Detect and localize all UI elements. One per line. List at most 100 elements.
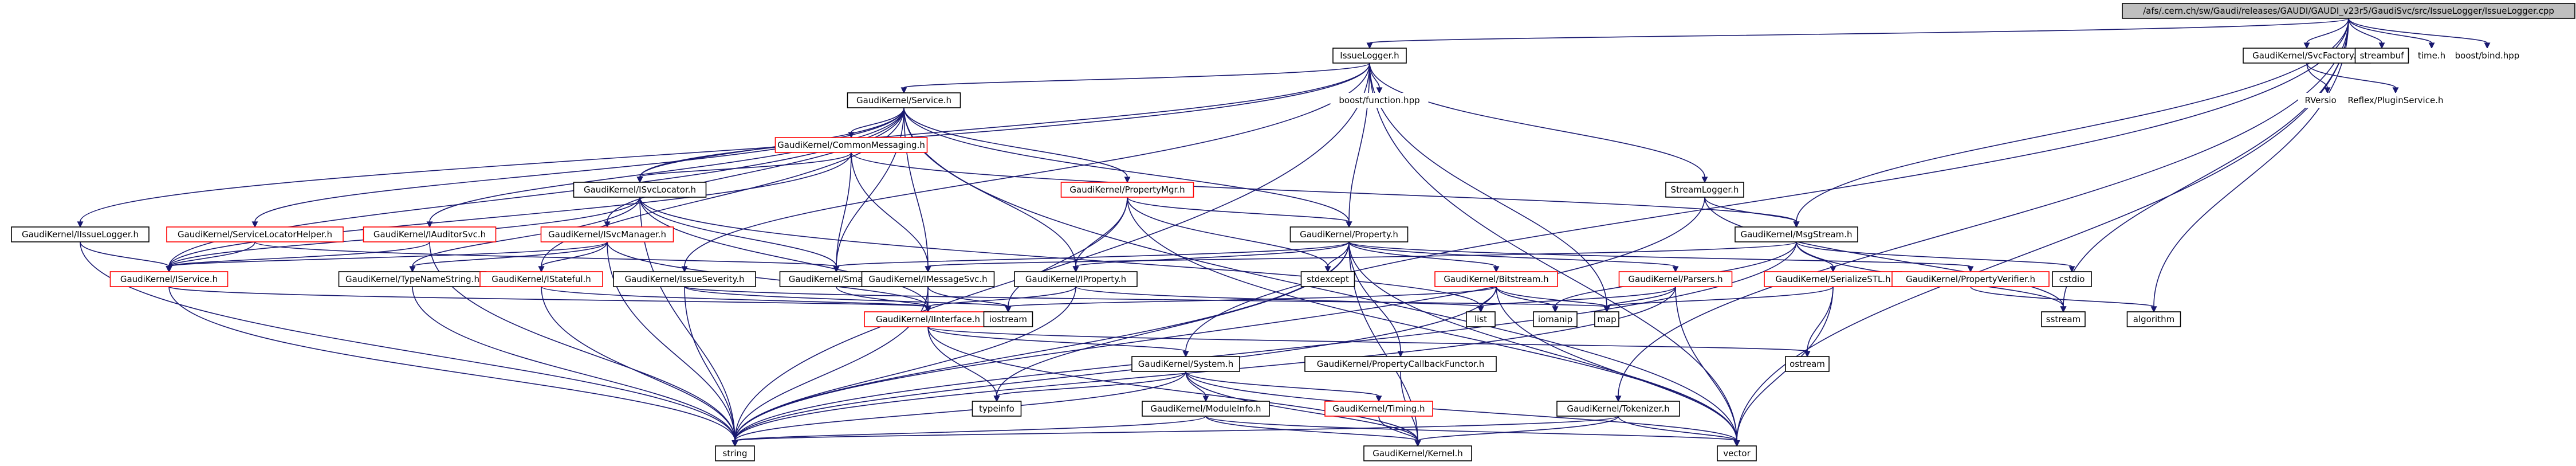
- edge-iinterface-to-system-h: [927, 326, 1189, 358]
- node-label: GaudiKernel/TypeNameString.h: [345, 274, 479, 284]
- graph-node-iostream[interactable]: iostream: [983, 311, 1033, 327]
- graph-node-typenamestring[interactable]: GaudiKernel/TypeNameString.h: [338, 271, 487, 287]
- graph-node-propertymgr[interactable]: GaudiKernel/PropertyMgr.h: [1060, 182, 1194, 198]
- node-box: [2041, 311, 2086, 327]
- node-label: sstream: [2046, 314, 2081, 324]
- node-label: GaudiKernel/ModuleInfo.h: [1150, 404, 1261, 414]
- graph-node-algorithm[interactable]: algorithm: [2126, 311, 2181, 327]
- graph-node-msgstream[interactable]: GaudiKernel/MsgStream.h: [1735, 226, 1858, 242]
- graph-node-moduleinfo[interactable]: GaudiKernel/ModuleInfo.h: [1142, 401, 1270, 417]
- graph-node-iservicelocatorhelper[interactable]: GaudiKernel/ServiceLocatorHelper.h: [166, 226, 344, 242]
- graph-node-stdexcept[interactable]: stdexcept: [1300, 271, 1355, 287]
- edge-property-h-to-bitstream: [1348, 241, 1500, 273]
- node-label: /afs/.cern.ch/sw/Gaudi/releases/GAUDI/GA…: [2143, 6, 2554, 17]
- graph-node-typeinfo[interactable]: typeinfo: [972, 401, 1022, 417]
- node-label: IssueLogger.h: [1340, 50, 1399, 61]
- edge-timing-to-kernel-h: [1378, 416, 1421, 447]
- edge-iservice-to-string: [168, 286, 738, 447]
- node-box: [1131, 356, 1240, 372]
- graph-node-boost-function[interactable]: boost/function.hpp: [1330, 93, 1429, 108]
- graph-node-root[interactable]: /afs/.cern.ch/sw/Gaudi/releases/GAUDI/GA…: [2122, 3, 2575, 19]
- node-label: stdexcept: [1307, 274, 1349, 284]
- graph-node-boost-bind[interactable]: boost/bind.hpp: [2448, 48, 2526, 63]
- graph-node-issueseverity[interactable]: GaudiKernel/IssueSeverity.h: [613, 271, 756, 287]
- edge-issuelogger-h-to-streamlogger: [1369, 62, 1708, 183]
- graph-node-time-h[interactable]: time.h: [2412, 48, 2451, 63]
- node-label: GaudiKernel/ISvcLocator.h: [584, 185, 696, 195]
- graph-node-map[interactable]: map: [1594, 311, 1619, 327]
- node-label: GaudiKernel/Parsers.h: [1628, 274, 1722, 284]
- node-box: [2122, 3, 2575, 19]
- edge-bitstream-to-iostream: [1005, 286, 1497, 313]
- graph-node-streamlogger[interactable]: StreamLogger.h: [1665, 182, 1744, 198]
- graph-node-svcfactory-h[interactable]: GaudiKernel/SvcFactory.h: [2243, 48, 2371, 64]
- node-label: GaudiKernel/IInterface.h: [876, 314, 980, 324]
- graph-node-propertyverifier[interactable]: GaudiKernel/PropertyVerifier.h: [1891, 271, 2050, 287]
- graph-node-iauditorsvc[interactable]: GaudiKernel/IAuditorSvc.h: [363, 226, 497, 242]
- graph-node-streambuf[interactable]: streambuf: [2354, 48, 2409, 64]
- graph-node-iinterface[interactable]: GaudiKernel/IInterface.h: [864, 311, 992, 327]
- graph-node-imessagesvc[interactable]: GaudiKernel/IMessageSvc.h: [861, 271, 995, 287]
- graph-node-property-h[interactable]: GaudiKernel/Property.h: [1289, 226, 1409, 242]
- graph-node-list[interactable]: list: [1466, 311, 1496, 327]
- graph-node-bitstream[interactable]: GaudiKernel/Bitstream.h: [1434, 271, 1558, 287]
- graph-node-vector[interactable]: vector: [1717, 445, 1757, 461]
- graph-node-pluginservice[interactable]: Reflex/PluginService.h: [2337, 93, 2455, 108]
- node-label: time.h: [2418, 50, 2445, 61]
- edge-root-to-issuelogger-h: [1366, 18, 2349, 49]
- graph-node-string[interactable]: string: [715, 445, 755, 461]
- graph-node-propertycallback[interactable]: GaudiKernel/PropertyCallbackFunctor.h: [1304, 356, 1497, 372]
- graph-node-iservice[interactable]: GaudiKernel/IService.h: [109, 271, 229, 287]
- graph-node-iissuelogger[interactable]: GaudiKernel/IIssueLogger.h: [11, 226, 150, 242]
- edge-serializestl-to-ostream: [1804, 286, 1834, 358]
- node-label: GaudiKernel/SmartIF.h: [789, 274, 884, 284]
- node-label: GaudiKernel/Kernel.h: [1372, 448, 1463, 459]
- graph-node-system-h[interactable]: GaudiKernel/System.h: [1131, 356, 1240, 372]
- node-label: GaudiKernel/Property.h: [1300, 229, 1398, 240]
- graph-node-iomanip[interactable]: iomanip: [1533, 311, 1578, 327]
- node-box: [1533, 311, 1578, 327]
- node-label: GaudiKernel/SvcFactory.h: [2252, 50, 2361, 61]
- node-box: [1304, 356, 1497, 372]
- edge-isvcmanager-to-istateful: [538, 241, 608, 273]
- graph-node-cstdio[interactable]: cstdio: [2052, 271, 2092, 287]
- node-box: [715, 445, 755, 461]
- graph-node-issuelogger-h[interactable]: IssueLogger.h: [1332, 48, 1407, 64]
- graph-node-isvclocator[interactable]: GaudiKernel/ISvcLocator.h: [573, 182, 707, 198]
- node-box: [1332, 48, 1407, 64]
- edge-issuelogger-h-to-iissuelogger: [77, 62, 1370, 228]
- edge-commonmessaging-to-imessagesvc: [851, 152, 931, 273]
- node-box: [847, 92, 961, 108]
- graph-node-iproperty[interactable]: GaudiKernel/IProperty.h: [1014, 271, 1138, 287]
- node-box: [1289, 226, 1409, 242]
- node-label: iomanip: [1538, 314, 1572, 324]
- node-label: GaudiKernel/IProperty.h: [1025, 274, 1126, 284]
- edge-root-to-time-h: [2348, 18, 2435, 49]
- node-label: GaudiKernel/PropertyCallbackFunctor.h: [1317, 359, 1485, 369]
- node-label: GaudiKernel/IssueSeverity.h: [624, 274, 744, 284]
- graph-node-kernel-h[interactable]: GaudiKernel/Kernel.h: [1363, 445, 1472, 461]
- graph-node-timing[interactable]: GaudiKernel/Timing.h: [1324, 401, 1433, 417]
- graph-node-tokenizer[interactable]: GaudiKernel/Tokenizer.h: [1556, 401, 1680, 417]
- node-box: [1764, 271, 1902, 287]
- edge-propertymgr-to-property-h: [1127, 197, 1352, 228]
- edge-commonmessaging-to-smartif: [833, 152, 852, 273]
- node-box: [1665, 182, 1744, 198]
- node-box: [1466, 311, 1496, 327]
- graph-node-parsers[interactable]: GaudiKernel/Parsers.h: [1618, 271, 1733, 287]
- edge-iissuelogger-to-iservice: [80, 241, 172, 273]
- graph-node-ostream[interactable]: ostream: [1785, 356, 1830, 372]
- node-box: [1717, 445, 1757, 461]
- graph-node-sstream[interactable]: sstream: [2041, 311, 2086, 327]
- graph-node-service-h[interactable]: GaudiKernel/Service.h: [847, 92, 961, 108]
- graph-node-commonmessaging[interactable]: GaudiKernel/CommonMessaging.h: [774, 137, 928, 153]
- graph-node-serializestl[interactable]: GaudiKernel/SerializeSTL.h: [1764, 271, 1902, 287]
- graph-node-istateful[interactable]: GaudiKernel/IStateful.h: [479, 271, 603, 287]
- node-label: GaudiKernel/PropertyVerifier.h: [1906, 274, 2035, 284]
- edge-root-to-boost-bind: [2348, 18, 2491, 49]
- node-box: [166, 226, 344, 242]
- node-label: GaudiKernel/Timing.h: [1332, 404, 1425, 414]
- edge-svcfactory-h-to-rversion: [2306, 62, 2331, 94]
- graph-node-isvcmanager[interactable]: GaudiKernel/ISvcManager.h: [540, 226, 674, 242]
